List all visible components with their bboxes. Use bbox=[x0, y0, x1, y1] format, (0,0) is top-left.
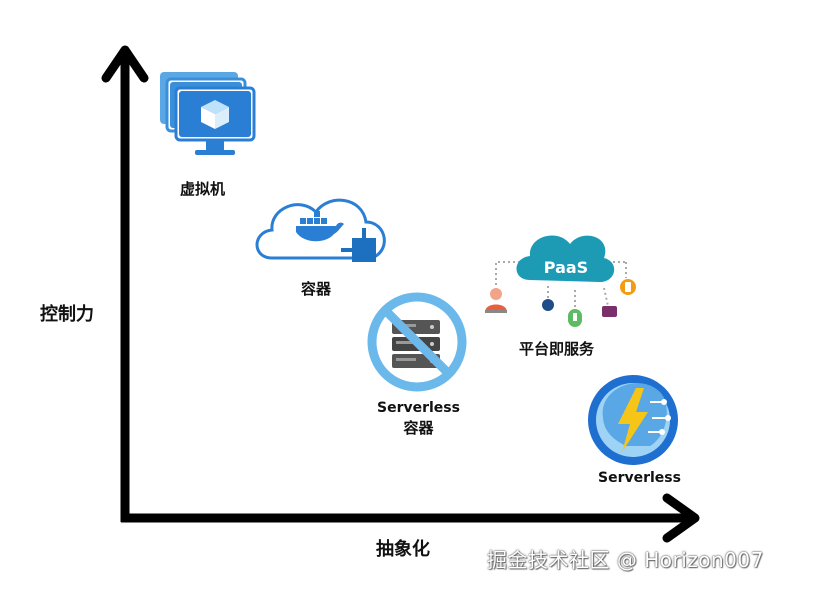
y-axis bbox=[101, 45, 149, 522]
serverless-container-label-line1: Serverless bbox=[377, 400, 460, 416]
serverless-container-label: Serverless 容器 bbox=[377, 398, 460, 438]
paas-cloud-icon: PaaS bbox=[485, 235, 636, 327]
paas-icon-text: PaaS bbox=[544, 258, 588, 277]
paas-label: 平台即服务 bbox=[519, 340, 595, 358]
x-axis-label: 抽象化 bbox=[376, 539, 430, 560]
y-axis-label: 控制力 bbox=[40, 304, 94, 325]
container-label: 容器 bbox=[301, 280, 332, 298]
x-axis bbox=[121, 493, 700, 543]
serverless-bolt-icon bbox=[588, 375, 678, 465]
no-servers-icon bbox=[367, 292, 467, 392]
virtual-machine-label: 虚拟机 bbox=[180, 180, 226, 198]
serverless-label: Serverless bbox=[598, 470, 681, 486]
docker-cloud-container-icon bbox=[255, 198, 386, 262]
watermark: 掘金技术社区 @ Horizon007 bbox=[487, 548, 764, 572]
serverless-container-label-line2: 容器 bbox=[403, 419, 434, 437]
virtual-machine-icon bbox=[160, 72, 256, 155]
